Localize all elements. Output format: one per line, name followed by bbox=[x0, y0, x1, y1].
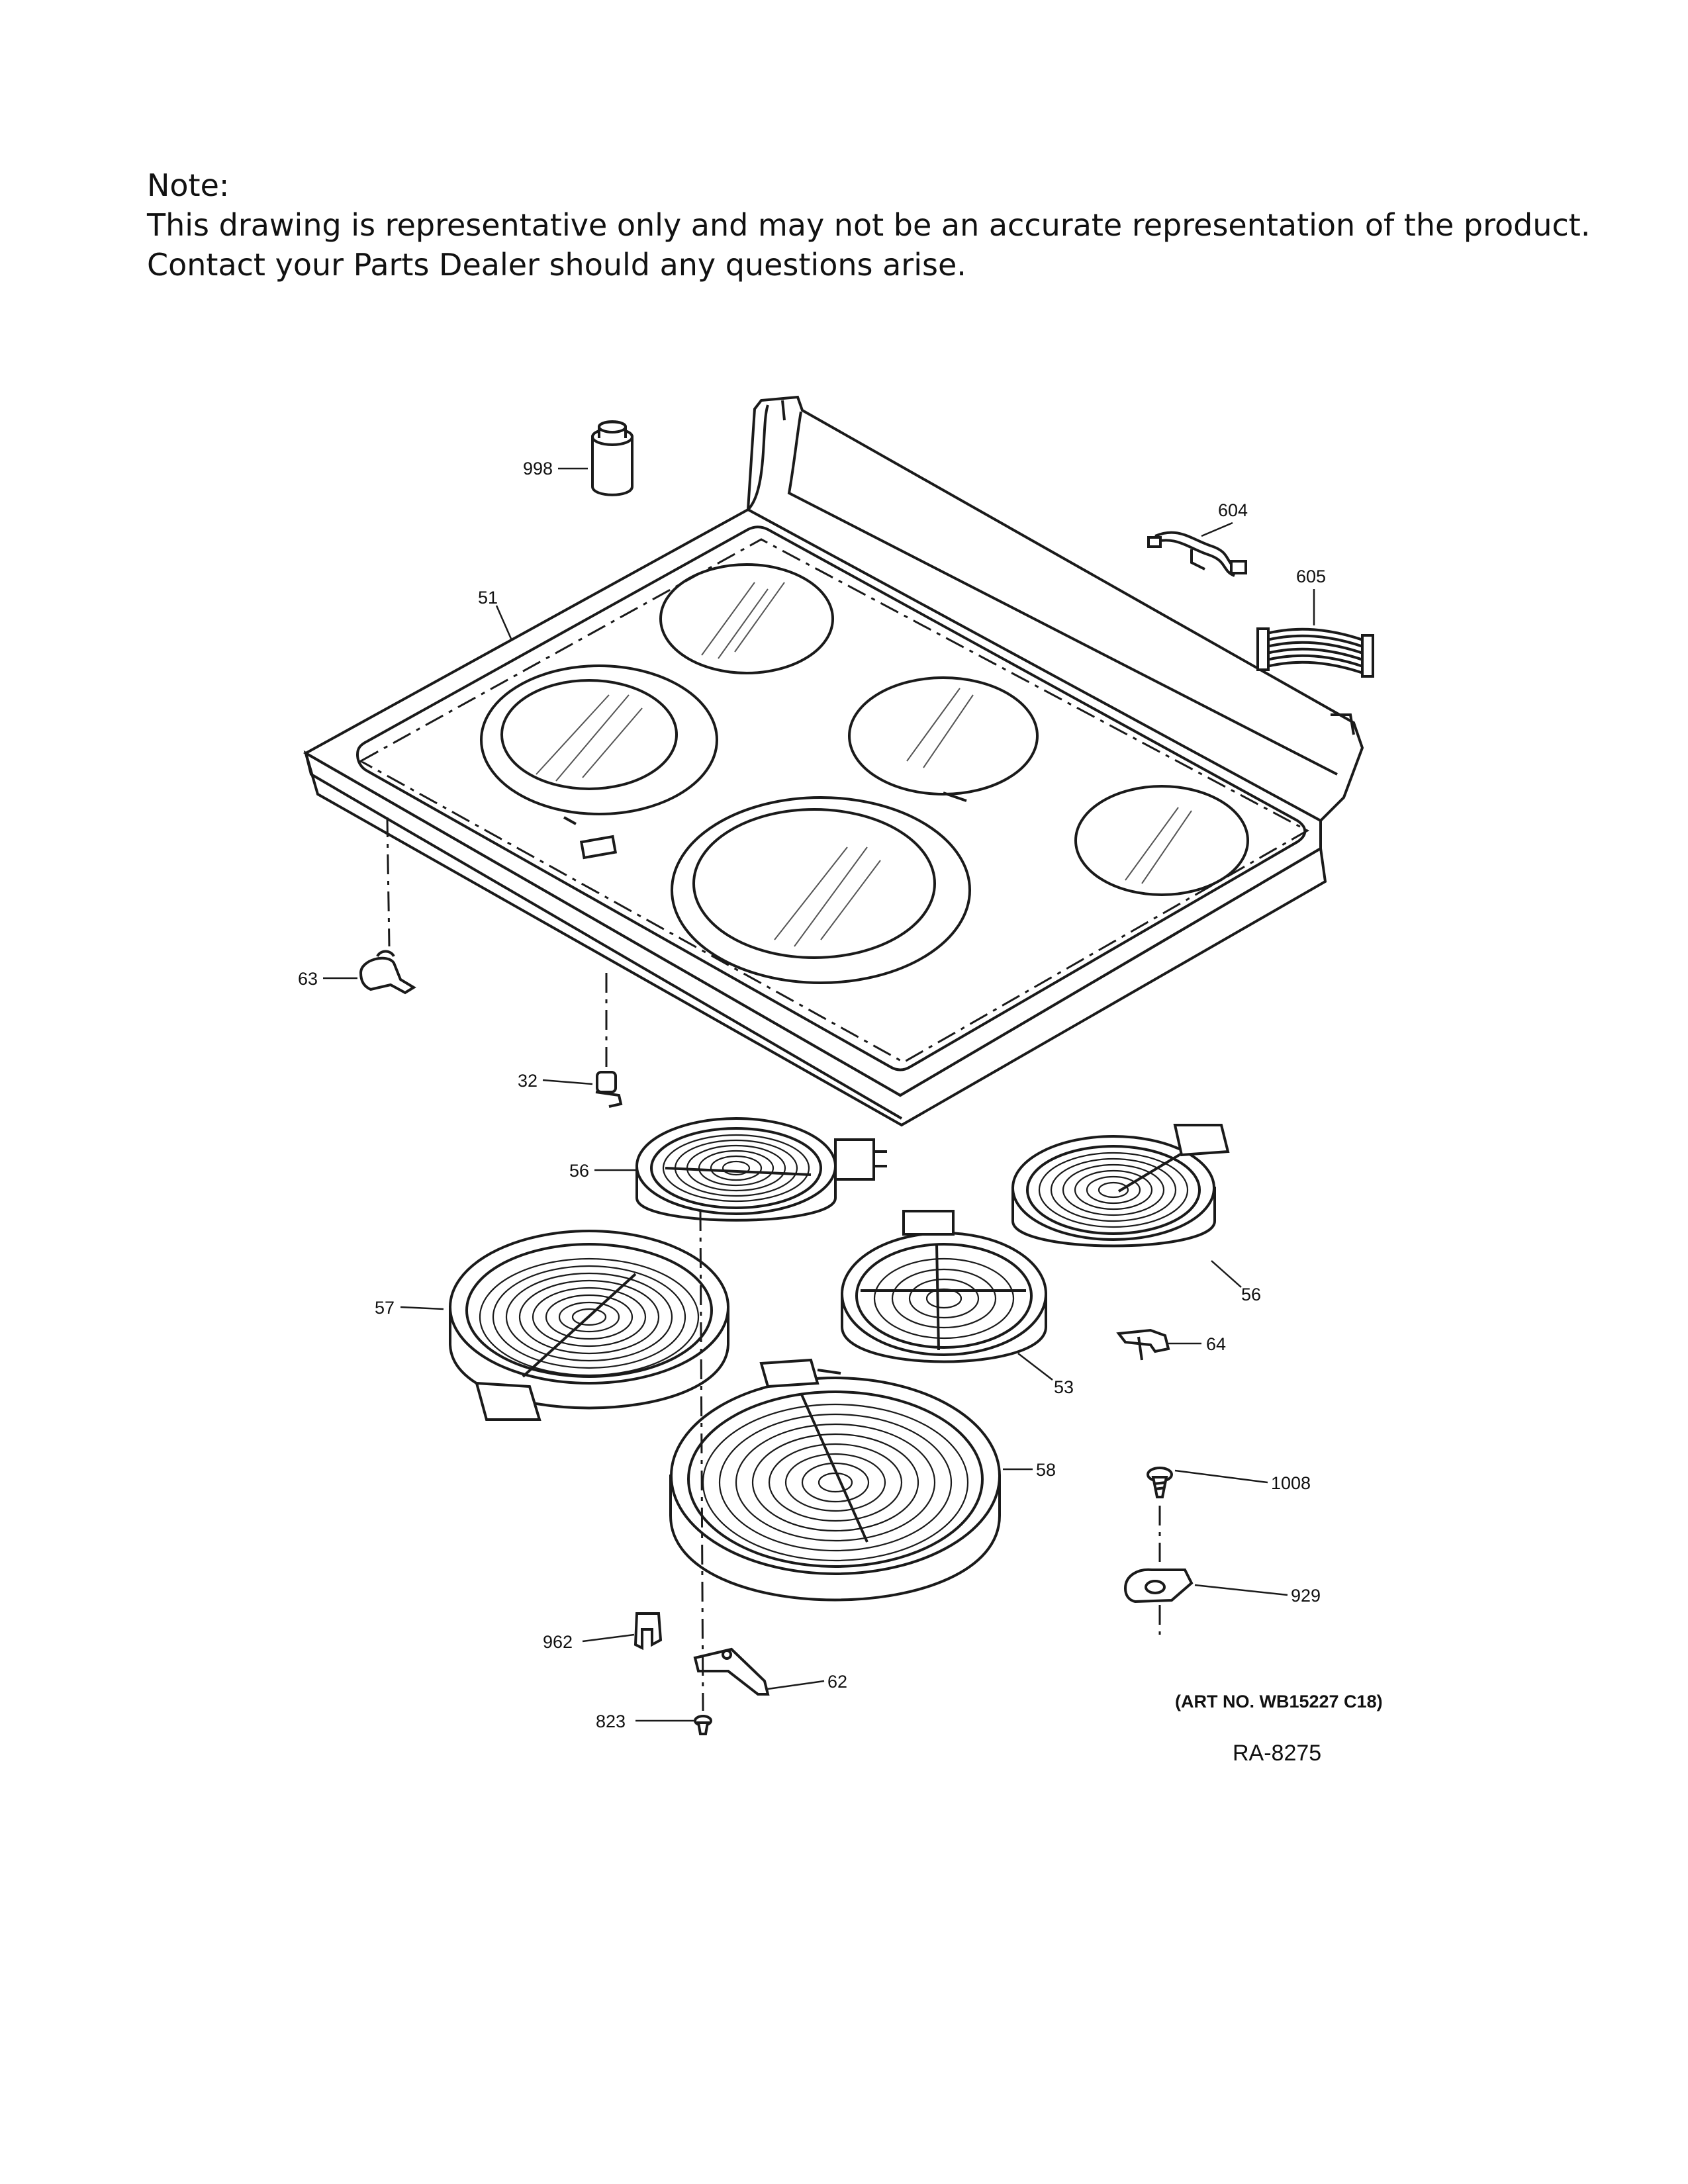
disclaimer-note: Note: This drawing is representative onl… bbox=[147, 165, 1603, 285]
callout-53: 53 bbox=[1054, 1377, 1074, 1397]
touch-up-bottle bbox=[591, 420, 633, 496]
screw-823 bbox=[694, 1715, 712, 1735]
ribbon-cable bbox=[1256, 627, 1374, 678]
cooktop-glass bbox=[303, 395, 1364, 1127]
radiant-element-57 bbox=[449, 1230, 729, 1421]
radiant-element-53 bbox=[841, 1210, 1047, 1363]
callout-929: 929 bbox=[1291, 1586, 1321, 1606]
pin-64 bbox=[1116, 1328, 1170, 1361]
assembly-centerline bbox=[699, 1210, 704, 1711]
bracket-62 bbox=[693, 1647, 770, 1696]
callout-51: 51 bbox=[478, 588, 498, 608]
note-heading: Note: bbox=[147, 167, 230, 203]
leader-lines bbox=[323, 467, 1315, 1722]
callout-32: 32 bbox=[518, 1071, 538, 1091]
clip-32 bbox=[595, 973, 623, 1108]
callout-63: 63 bbox=[298, 969, 318, 989]
callout-56-left: 56 bbox=[569, 1161, 589, 1181]
screw-1008 bbox=[1147, 1467, 1173, 1562]
clip-962 bbox=[633, 1612, 663, 1651]
radiant-element-58 bbox=[669, 1358, 1001, 1602]
callout-998: 998 bbox=[523, 459, 553, 478]
note-line-2: Contact your Parts Dealer should any que… bbox=[147, 247, 966, 283]
callout-58: 58 bbox=[1036, 1460, 1056, 1480]
bracket-63 bbox=[359, 817, 416, 995]
callout-1008: 1008 bbox=[1271, 1473, 1311, 1493]
callout-604: 604 bbox=[1218, 500, 1248, 520]
callout-62: 62 bbox=[827, 1672, 847, 1692]
callout-605: 605 bbox=[1296, 567, 1326, 586]
note-line-1: This drawing is representative only and … bbox=[147, 207, 1591, 243]
callout-823: 823 bbox=[596, 1711, 626, 1731]
wire-harness bbox=[1147, 531, 1247, 577]
ra-number: RA-8275 bbox=[1233, 1741, 1321, 1766]
bracket-929 bbox=[1123, 1568, 1194, 1635]
callout-57: 57 bbox=[375, 1298, 395, 1318]
radiant-element-56-right bbox=[1011, 1124, 1230, 1248]
callout-56-right: 56 bbox=[1241, 1285, 1261, 1304]
callout-64: 64 bbox=[1206, 1334, 1226, 1354]
callout-labels: 998 604 605 51 63 32 56 56 57 53 64 58 1… bbox=[298, 459, 1326, 1731]
art-number: (ART NO. WB15227 C18) bbox=[1175, 1692, 1383, 1711]
callout-962: 962 bbox=[543, 1632, 573, 1652]
radiant-element-56-left bbox=[635, 1117, 887, 1222]
